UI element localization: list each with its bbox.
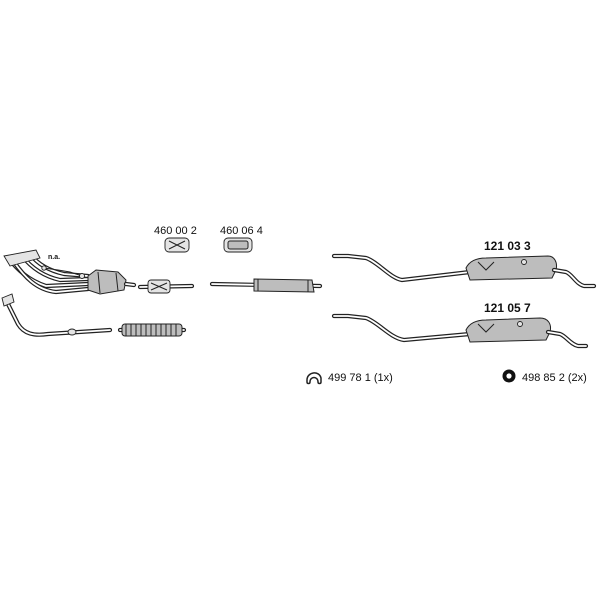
clamp-2-label: 460 06 4 [220,225,263,237]
clamp-1-label: 460 00 2 [154,225,197,237]
manifold-front-pipe [3,249,137,295]
rear-silencer-121-03-3 [331,253,597,289]
front-pipe-lower [1,293,113,337]
mounting-clamp-label: 499 78 1 (1x) [328,372,393,384]
flex-pipe-upper [137,279,195,294]
mounting-clamp-icon [306,372,322,385]
rubber-ring-label: 498 85 2 (2x) [522,372,587,384]
rear-silencer-121-05-7 [331,313,589,349]
clamp-460-06-4 [223,237,253,253]
flex-pipe-lower [117,323,187,337]
rear-silencer-1-label: 121 03 3 [484,239,531,253]
clamp-460-00-2 [164,237,190,253]
centre-pipe-middle-silencer [209,278,323,293]
manifold-note-label: n.a. [48,254,60,261]
rubber-ring-icon [502,369,516,383]
rear-silencer-2-label: 121 05 7 [484,301,531,315]
